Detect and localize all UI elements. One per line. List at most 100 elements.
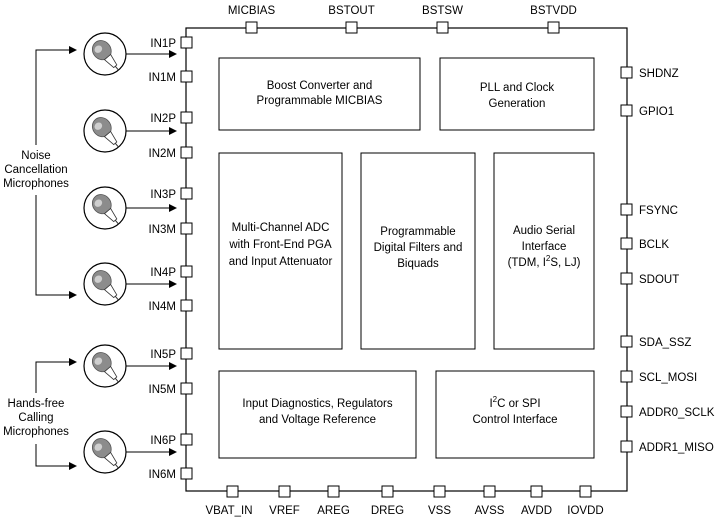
pin-gpio1 xyxy=(620,104,633,117)
pin-label-vss: VSS xyxy=(428,505,451,517)
noise-label-line1: Noise xyxy=(21,150,50,162)
control-interface-block xyxy=(435,370,595,459)
pin-label-sdout: SDOUT xyxy=(639,274,679,286)
pin-label-in4m: IN4M xyxy=(149,301,176,313)
pin-in1m xyxy=(180,70,193,83)
diag-block-line2: and Voltage Reference xyxy=(259,414,376,426)
pin-micbias xyxy=(245,21,258,34)
pin-bstout xyxy=(345,21,358,34)
pin-areg xyxy=(327,485,340,498)
pin-iovdd xyxy=(579,485,592,498)
microphone-icon xyxy=(83,262,127,307)
asi-block-line2: Interface xyxy=(522,241,567,253)
microphone-icon xyxy=(83,430,127,475)
pin-label-vbat-in: VBAT_IN xyxy=(205,505,252,517)
pin-sda-ssz xyxy=(620,335,633,348)
adc-block-line2: with Front-End PGA xyxy=(228,239,332,251)
pin-label-in5m: IN5M xyxy=(149,384,176,396)
dsp-block-line3: Biquads xyxy=(397,258,439,270)
pin-avdd xyxy=(530,485,543,498)
pll-block-line2: Generation xyxy=(489,98,546,110)
pin-label-addr0-sclk: ADDR0_SCLK xyxy=(639,407,715,419)
pin-sdout xyxy=(620,272,633,285)
noise-label-line3: Microphones xyxy=(3,178,69,190)
pin-label-bclk: BCLK xyxy=(639,239,669,251)
pin-label-sda-ssz: SDA_SSZ xyxy=(639,337,691,349)
pin-label-areg: AREG xyxy=(317,505,350,517)
pin-in3m xyxy=(180,222,193,235)
pin-label-dreg: DREG xyxy=(371,505,404,517)
boost-block-line1: Boost Converter and xyxy=(267,80,372,92)
pin-label-in2m: IN2M xyxy=(149,148,176,160)
input-diagnostics-block xyxy=(218,370,417,459)
pin-avss xyxy=(483,485,496,498)
pin-label-avdd: AVDD xyxy=(521,505,552,517)
pin-vbat-in xyxy=(226,485,239,498)
diag-block-line1: Input Diagnostics, Regulators xyxy=(242,398,392,410)
pin-label-bstsw: BSTSW xyxy=(422,5,463,17)
pin-label-bstout: BSTOUT xyxy=(328,5,374,17)
pin-label-in5p: IN5P xyxy=(150,349,176,361)
audio-serial-interface-block xyxy=(493,152,595,350)
pin-addr0-sclk xyxy=(620,405,633,418)
pin-in6m xyxy=(180,467,193,480)
pin-in5p xyxy=(180,347,193,360)
microphone-icon xyxy=(83,186,127,231)
pll-block xyxy=(439,57,595,131)
pin-label-vref: VREF xyxy=(269,505,300,517)
adc-block-line1: Multi-Channel ADC xyxy=(232,222,330,234)
pin-in2p xyxy=(180,111,193,124)
pin-vref xyxy=(278,485,291,498)
pin-label-in1m: IN1M xyxy=(149,72,176,84)
noise-label-line2: Cancellation xyxy=(4,164,67,176)
pin-label-fsync: FSYNC xyxy=(639,205,678,217)
pin-bstvdd xyxy=(547,21,560,34)
boost-block-line2: Programmable MICBIAS xyxy=(257,95,383,107)
pin-label-shdnz: SHDNZ xyxy=(639,68,679,80)
pin-in4m xyxy=(180,299,193,312)
pin-label-micbias: MICBIAS xyxy=(228,5,276,17)
dsp-block-line1: Programmable xyxy=(380,226,455,238)
pin-bclk xyxy=(620,237,633,250)
pin-label-in2p: IN2P xyxy=(150,113,176,125)
pin-label-in4p: IN4P xyxy=(150,267,176,279)
pin-dreg xyxy=(381,485,394,498)
boost-converter-block xyxy=(218,57,421,131)
pin-shdnz xyxy=(620,66,633,79)
pin-label-in3p: IN3P xyxy=(150,189,176,201)
pin-label-scl-mosi: SCL_MOSI xyxy=(639,372,697,384)
handsfree-label-line1: Hands-free xyxy=(8,398,65,410)
pin-in3p xyxy=(180,187,193,200)
pin-label-gpio1: GPIO1 xyxy=(639,106,674,118)
pin-label-in1p: IN1P xyxy=(150,38,176,50)
ctrl-block-line1: I2C or SPI xyxy=(489,395,540,410)
asi-block-line1: Audio Serial xyxy=(513,225,575,237)
pin-label-in6p: IN6P xyxy=(150,435,176,447)
pin-in1p xyxy=(180,36,193,49)
pin-label-addr1-miso: ADDR1_MISO xyxy=(639,442,714,454)
noise-bracket-bottom xyxy=(35,195,77,299)
pll-block-line1: PLL and Clock xyxy=(480,82,555,94)
dsp-block-line2: Digital Filters and xyxy=(374,242,463,254)
adc-block xyxy=(218,152,343,350)
handsfree-bracket-bottom xyxy=(35,444,77,470)
pin-label-in3m: IN3M xyxy=(149,224,176,236)
ctrl-block-line2: Control Interface xyxy=(472,414,557,426)
asi-block-line3: (TDM, I2S, LJ) xyxy=(508,254,581,269)
digital-filters-block xyxy=(360,152,476,350)
adc-block-line3: and Input Attenuator xyxy=(229,256,333,268)
pin-label-bstvdd: BSTVDD xyxy=(530,5,577,17)
pin-in6p xyxy=(180,433,193,446)
microphone-icon xyxy=(83,344,127,389)
pin-scl-mosi xyxy=(620,370,633,383)
pin-vss xyxy=(433,485,446,498)
pin-bstsw xyxy=(436,21,449,34)
pin-fsync xyxy=(620,203,633,216)
pin-label-iovdd: IOVDD xyxy=(567,505,603,517)
pin-addr1-miso xyxy=(620,440,633,453)
pin-in2m xyxy=(180,146,193,159)
pin-label-in6m: IN6M xyxy=(149,469,176,481)
handsfree-bracket-top xyxy=(35,358,77,393)
microphone-icon xyxy=(83,109,127,154)
